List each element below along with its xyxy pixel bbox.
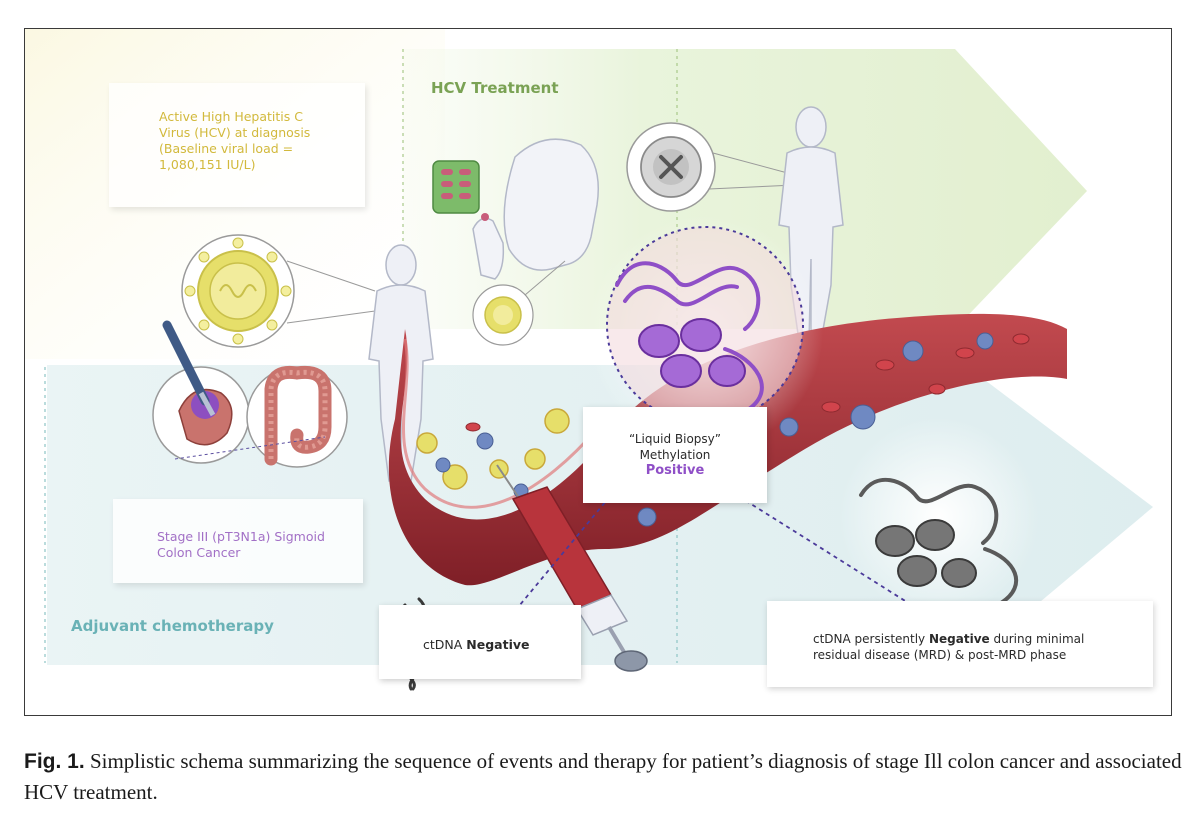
hcv-treatment-heading: HCV Treatment	[431, 79, 559, 97]
cancer-stage-line: Stage III (pT3N1a) Sigmoid	[157, 529, 325, 544]
liquid-biopsy-method: Methylation	[639, 448, 711, 462]
figure-caption-label: Fig. 1.	[24, 750, 85, 773]
mrd-suffix: during minimal	[989, 632, 1085, 646]
adjuvant-chemotherapy-heading: Adjuvant chemotherapy	[71, 617, 274, 635]
virus-icon	[181, 234, 295, 348]
cancer-stage-box: Stage III (pT3N1a) Sigmoid Colon Cancer	[113, 499, 363, 583]
hcv-diagnosis-line: (Baseline viral load =	[159, 141, 294, 156]
figure-frame: HCV Treatment Adjuvant chemotherapy Acti…	[24, 28, 1172, 716]
hcv-diagnosis-line: Active High Hepatitis C	[159, 109, 303, 124]
figure-caption-text: Simplistic schema summarizing the sequen…	[24, 749, 1182, 804]
mrd-status-box: ctDNA persistently Negative during minim…	[767, 601, 1153, 687]
mrd-status-line2: residual disease (MRD) & post-MRD phase	[813, 648, 1067, 662]
hcv-diagnosis-box: Active High Hepatitis C Virus (HCV) at d…	[109, 83, 365, 207]
scalpel-icon	[162, 320, 216, 417]
mrd-emphasis: Negative	[928, 632, 990, 646]
hcv-diagnosis-line: Virus (HCV) at diagnosis	[159, 125, 311, 140]
figure-caption: Fig. 1. Simplistic schema summarizing th…	[24, 746, 1184, 807]
mrd-status-line1: ctDNA persistently Negative during minim…	[813, 631, 1137, 647]
colon-icon	[264, 365, 332, 466]
pill-pack-icon	[432, 160, 480, 214]
ctdna-negative-box: ctDNA Negative	[379, 605, 581, 679]
dna-helix-icon	[615, 261, 764, 411]
mrd-prefix: ctDNA persistently	[813, 632, 929, 646]
cancer-stage-line: Colon Cancer	[157, 545, 241, 560]
hcv-diagnosis-line: 1,080,151 IU/L)	[159, 157, 256, 172]
liquid-biopsy-box: “Liquid Biopsy” Methylation Positive	[583, 407, 767, 503]
syringe-icon	[496, 464, 648, 672]
ctdna-negative-prefix: ctDNA	[423, 637, 467, 652]
ctdna-negative-emphasis: Negative	[466, 637, 530, 652]
liquid-biopsy-result: Positive	[645, 463, 705, 478]
liquid-biopsy-title: “Liquid Biopsy”	[629, 432, 721, 446]
schema-illustration	[25, 29, 1153, 691]
